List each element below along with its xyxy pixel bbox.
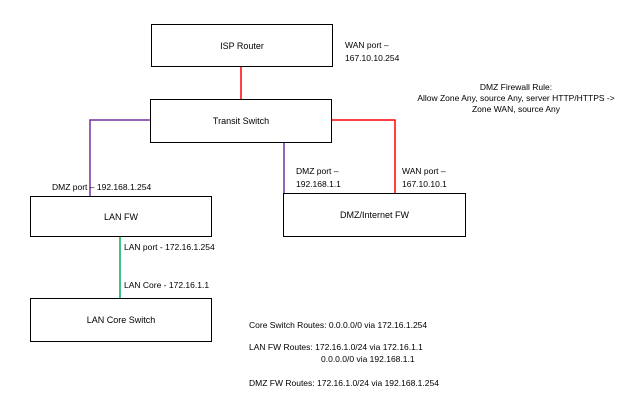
dmz-port-label: DMZ port – 192.168.1.1 [296,166,341,190]
firewall-rule-line2: Zone WAN, source Any [471,104,561,114]
lan-fw-box: LAN FW [30,196,212,237]
dmz-fw-label: DMZ/Internet FW [339,210,409,220]
lan-fw-label: LAN FW [103,211,138,222]
wan-port-line1: WAN port – [402,166,446,176]
firewall-rule-line1: Allow Zone Any, source Any, server HTTP/… [417,93,615,103]
lan-core-switch-box: LAN Core Switch [30,298,212,342]
lan-core-switch-label: LAN Core Switch [86,315,156,325]
lan-fw-routes-line2: 0.0.0.0/0 via 192.168.1.1 [321,354,415,364]
lan-port-label: LAN port - 172.16.1.254 [124,242,215,252]
dmz-fw-routes: DMZ FW Routes: 172.16.1.0/24 via 192.168… [249,378,439,388]
firewall-rule-title: DMZ Firewall Rule: [479,82,553,92]
dmz-port-line1: DMZ port – [296,166,339,176]
isp-wan-port-line2: 167.10.10.254 [345,53,400,63]
transit-switch-box: Transit Switch [150,99,332,143]
link-transit-dmzfw-wan [331,119,396,193]
isp-wan-port-line1: WAN port – [345,40,389,50]
isp-router-box: ISP Router [151,24,333,67]
dmz-port-line2: 192.168.1.1 [296,179,341,189]
isp-wan-port-label: WAN port – 167.10.10.254 [345,40,399,64]
dmz-fw-box: DMZ/Internet FW [283,193,466,237]
dmz-firewall-rule: DMZ Firewall Rule: Allow Zone Any, sourc… [410,82,622,115]
lan-fw-routes-line1: LAN FW Routes: 172.16.1.0/24 via 172.16.… [249,342,423,352]
wan-port-line2: 167.10.10.1 [402,179,447,189]
lan-fw-dmz-port-label: DMZ port – 192.168.1.254 [52,182,152,192]
link-transit-lanfw [89,119,150,196]
wan-port-label: WAN port – 167.10.10.1 [402,166,447,190]
isp-router-label: ISP Router [220,40,264,51]
lan-core-label: LAN Core - 172.16.1.1 [124,280,210,290]
transit-switch-label: Transit Switch [212,116,270,126]
core-switch-routes: Core Switch Routes: 0.0.0.0/0 via 172.16… [249,320,428,330]
